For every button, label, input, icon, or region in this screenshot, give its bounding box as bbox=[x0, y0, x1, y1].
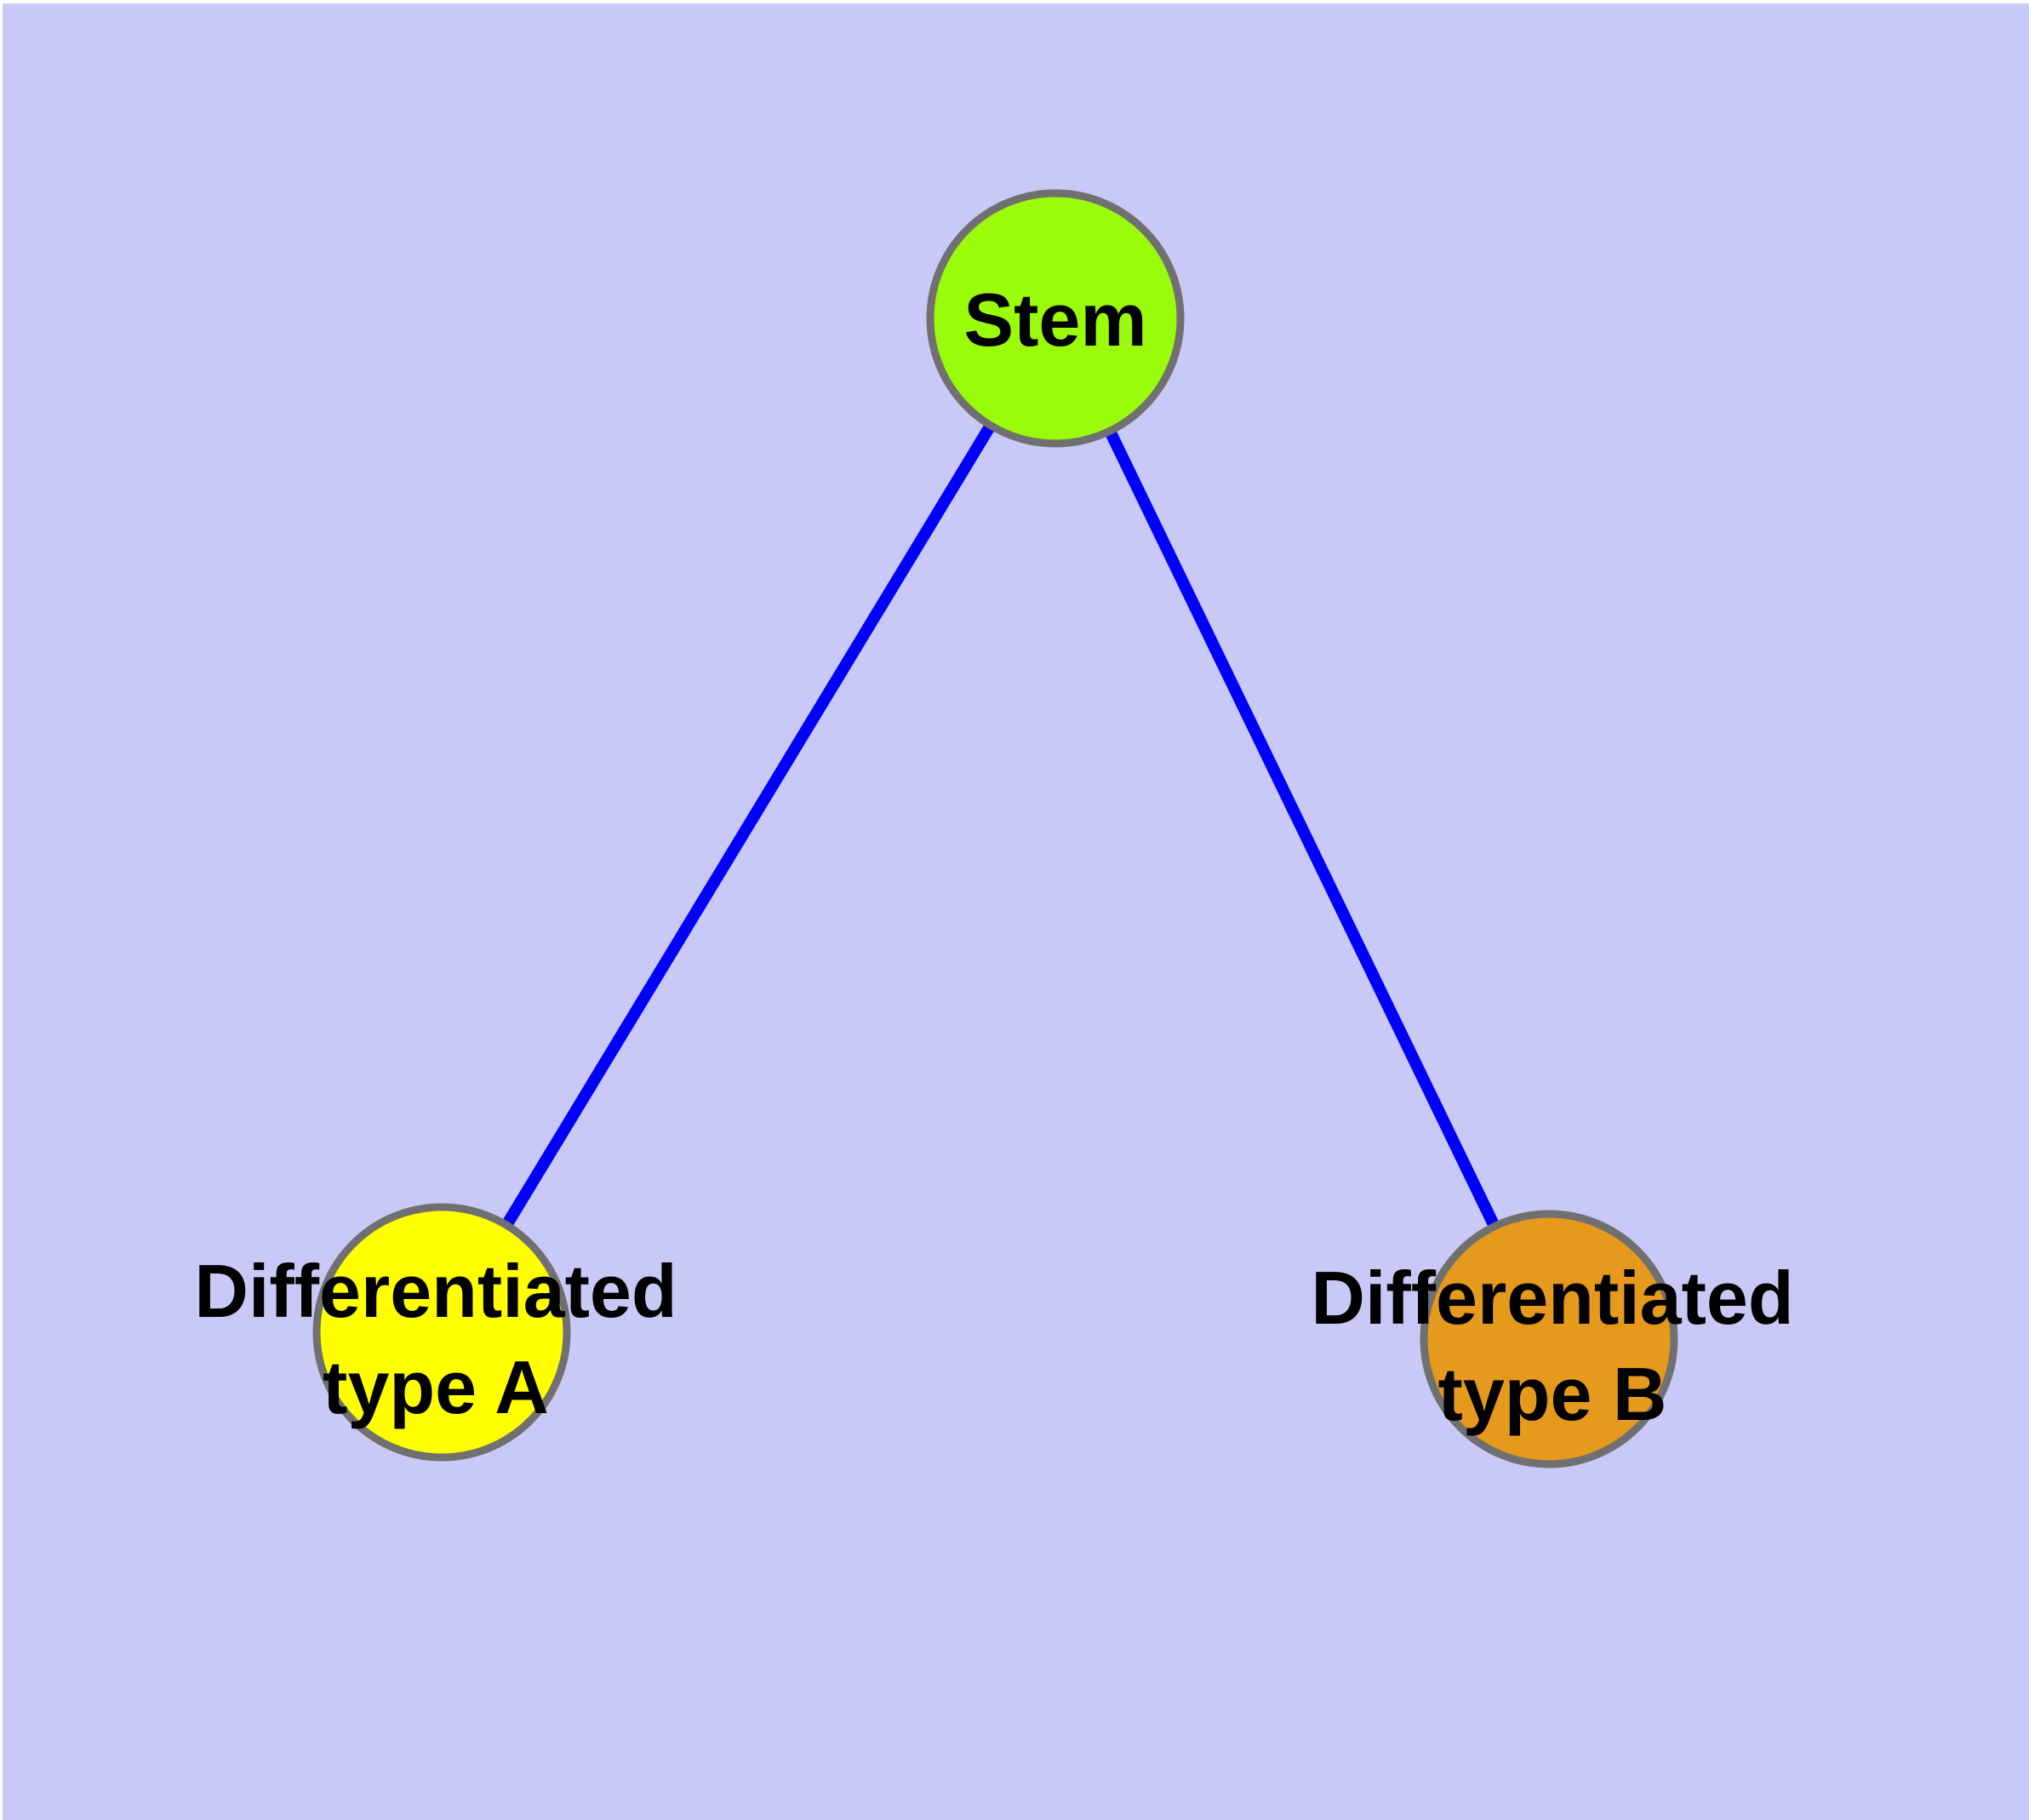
top-margin-strip bbox=[0, 0, 2029, 3]
node-stem: Stem bbox=[926, 189, 1185, 448]
node-type-b-circle bbox=[1420, 1210, 1678, 1468]
node-stem-circle bbox=[926, 189, 1185, 448]
node-differentiated-type-a: Differentiated type A bbox=[194, 1203, 677, 1462]
edge-stem-to-type-b bbox=[1049, 315, 1555, 1342]
edge-stem-to-type-a bbox=[437, 315, 1060, 1336]
node-differentiated-type-b: Differentiated type B bbox=[1311, 1210, 1794, 1468]
node-type-a-label-line2: type A bbox=[323, 1345, 549, 1429]
left-margin-strip bbox=[0, 0, 3, 1820]
node-type-b-label-line1: Differentiated bbox=[1311, 1256, 1793, 1340]
node-type-a-circle bbox=[312, 1203, 571, 1462]
node-type-a-label-line1: Differentiated bbox=[194, 1249, 677, 1333]
node-stem-label: Stem bbox=[963, 278, 1146, 362]
node-type-b-label-line2: type B bbox=[1438, 1352, 1667, 1436]
